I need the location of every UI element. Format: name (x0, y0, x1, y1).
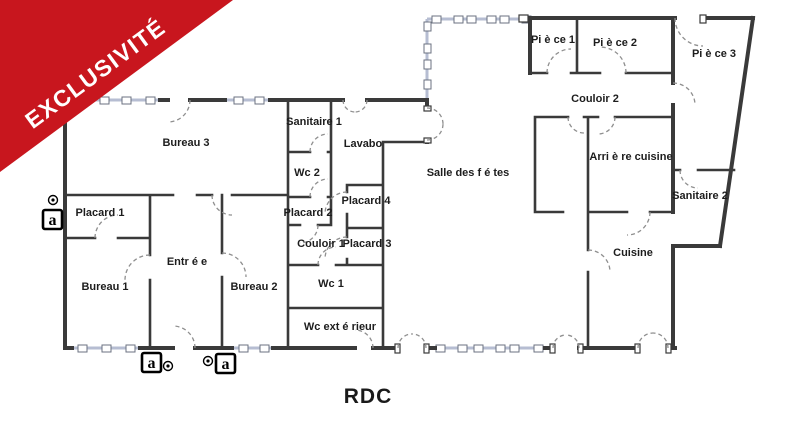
room-label-piece-3: Pi è ce 3 (692, 48, 736, 60)
agency-logo-glyph: a (148, 355, 156, 372)
registered-ring-icon (47, 194, 59, 206)
agency-logo-box (41, 208, 64, 231)
room-label-arriere-cuisine: Arri è re cuisine (589, 151, 672, 163)
banner-ribbon (0, 0, 233, 172)
room-label-placard-4: Placard 4 (342, 195, 392, 207)
room-label-couloir-2: Couloir 2 (571, 93, 619, 105)
room-label-wc-1: Wc 1 (318, 278, 344, 290)
agency-logo-marker-2: a (140, 351, 174, 374)
agency-logo-box (140, 351, 163, 374)
room-label-placard-3: Placard 3 (343, 238, 392, 250)
logo-markers: a a a (41, 194, 237, 375)
room-label-wc-exterieur: Wc ext é rieur (304, 321, 377, 333)
door-jambs (394, 14, 707, 354)
windows (72, 15, 545, 353)
floor-label: RDC (344, 385, 393, 408)
room-label-bureau-1: Bureau 1 (81, 281, 128, 293)
agency-logo-glyph: a (49, 212, 57, 229)
registered-dot-icon (166, 364, 170, 368)
room-label-salle-des-fetes: Salle des f é tes (427, 167, 510, 179)
agency-logo-marker-1: a (41, 194, 64, 231)
room-label-sanitaire-1: Sanitaire 1 (286, 116, 342, 128)
room-label-bureau-3: Bureau 3 (162, 137, 209, 149)
room-label-entree: Entr é e (167, 256, 207, 268)
room-label-piece-1: Pi è ce 1 (531, 34, 575, 46)
registered-dot-icon (51, 198, 55, 202)
agency-logo-glyph: a (222, 356, 230, 373)
registered-dot-icon (206, 359, 210, 363)
room-label-couloir-1: Couloir 1 (297, 238, 345, 250)
registered-ring-icon (202, 355, 214, 367)
room-label-sanitaire-2: Sanitaire 2 (672, 190, 728, 202)
registered-ring-icon (162, 360, 174, 372)
agency-logo-box (214, 352, 237, 375)
walls (63, 14, 756, 354)
room-label-piece-2: Pi è ce 2 (593, 37, 637, 49)
room-label-wc-2: Wc 2 (294, 167, 320, 179)
room-label-cuisine: Cuisine (613, 247, 653, 259)
doors (94, 17, 704, 349)
agency-logo-marker-3: a (202, 352, 237, 375)
room-label-lavabo: Lavabo (344, 138, 383, 150)
room-label-placard-1: Placard 1 (76, 207, 125, 219)
room-label-bureau-2: Bureau 2 (230, 281, 277, 293)
room-label-placard-2: Placard 2 (284, 207, 333, 219)
